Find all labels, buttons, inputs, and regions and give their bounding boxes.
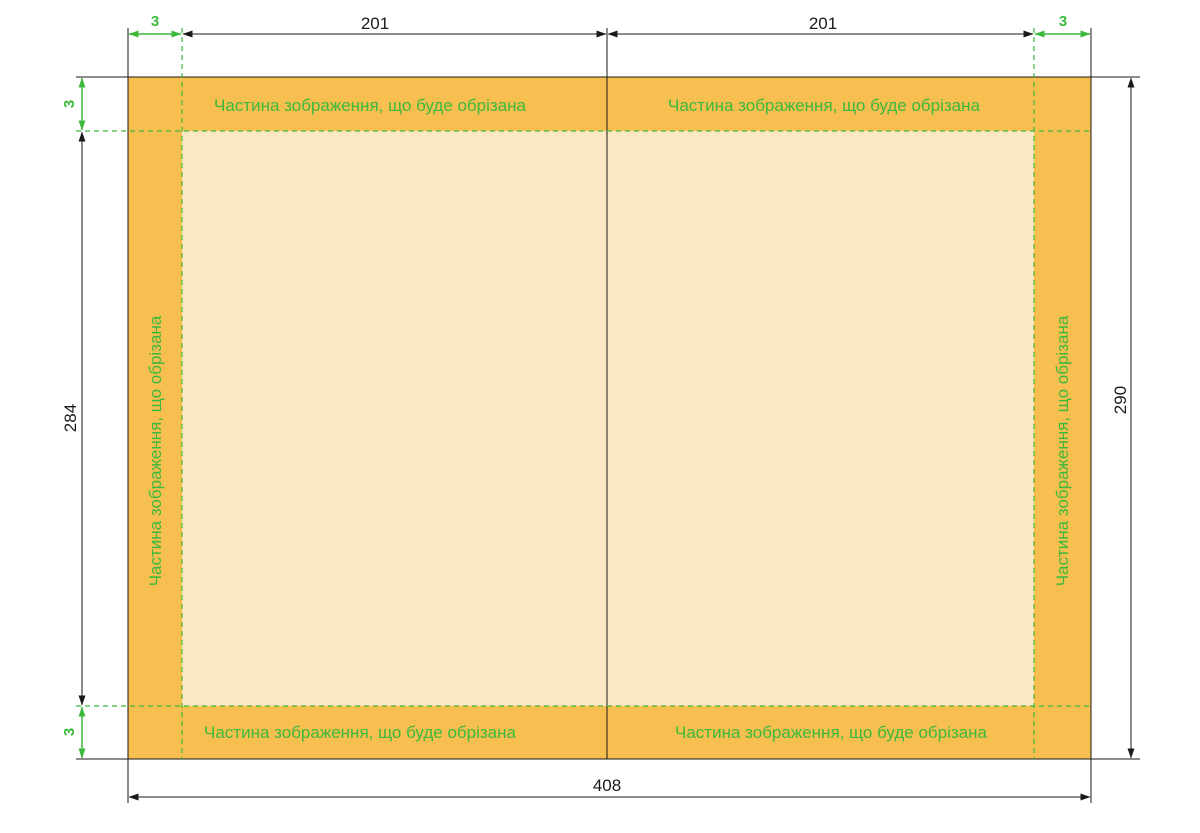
bleed-label-top-left: Частина зображення, що буде обрізана xyxy=(214,96,527,115)
bleed-label-bottom-left: Частина зображення, що буде обрізана xyxy=(204,723,517,742)
bleed-label-left: Частина зображення, що обрізана xyxy=(146,315,165,586)
bleed-label-right: Частина зображення, що обрізана xyxy=(1053,315,1072,586)
trim-area xyxy=(182,131,1034,706)
trim-lines xyxy=(76,28,1091,759)
dim-bleed-left: 3 xyxy=(151,13,159,30)
extension-lines xyxy=(76,28,1140,803)
bleed-label-bottom-right: Частина зображення, що буде обрізана xyxy=(675,723,988,742)
dim-total-width: 408 xyxy=(593,776,621,795)
dim-bleed-top: 3 xyxy=(61,100,78,108)
dim-bleed-right: 3 xyxy=(1059,13,1067,30)
dim-bleed-bottom: 3 xyxy=(61,728,78,736)
dim-page-right-width: 201 xyxy=(809,14,837,33)
sheet-outline xyxy=(127,76,1092,760)
dim-page-left-width: 201 xyxy=(361,14,389,33)
dim-trim-height: 284 xyxy=(61,404,80,432)
dim-total-height: 290 xyxy=(1111,386,1130,414)
bleed-label-top-right: Частина зображення, що буде обрізана xyxy=(668,96,981,115)
